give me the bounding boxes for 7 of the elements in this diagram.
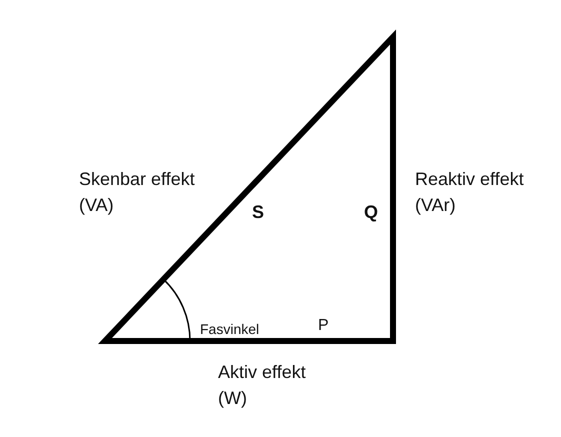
side-label: Aktiv effekt (W) xyxy=(218,361,307,410)
side-label: Skenbar effekt (VA) xyxy=(79,168,196,218)
angle-label: Fasvinkel xyxy=(200,320,260,339)
side-symbol: P xyxy=(318,316,329,336)
side-symbol: Q xyxy=(364,201,378,224)
side-symbol: S xyxy=(252,201,264,224)
side-label: Reaktiv effekt (VAr) xyxy=(415,168,525,218)
